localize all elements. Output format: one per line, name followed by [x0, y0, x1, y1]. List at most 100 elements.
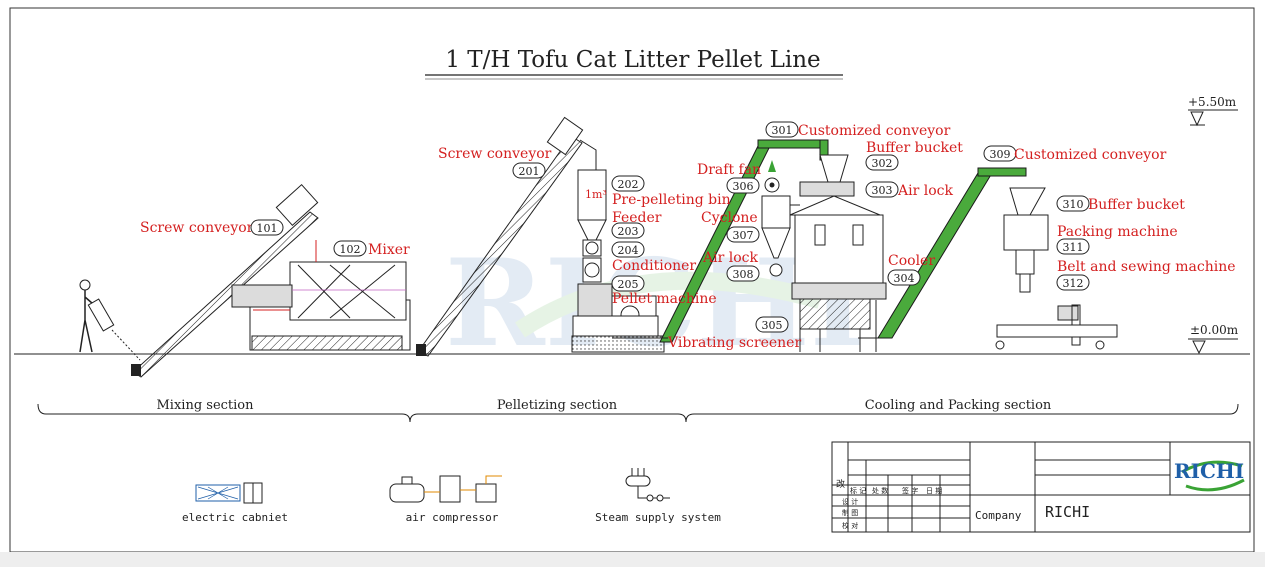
svg-text:Mixer: Mixer	[368, 242, 410, 258]
svg-text:Pelletizing section: Pelletizing section	[497, 398, 618, 413]
svg-text:Steam supply system: Steam supply system	[595, 511, 721, 524]
label-310: 310 Buffer bucket	[1056, 195, 1185, 213]
svg-text:312: 312	[1063, 277, 1084, 290]
label-306: Draft fan 306	[697, 162, 761, 194]
label-203: Feeder 203	[611, 210, 662, 239]
mixer-102	[231, 240, 411, 351]
svg-text:311: 311	[1063, 241, 1084, 254]
svg-text:301: 301	[772, 124, 793, 137]
svg-text:308: 308	[733, 268, 754, 281]
label-102: 102 Mixer	[333, 240, 410, 258]
label-311: Packing machine 311	[1056, 224, 1178, 255]
header-cell-2: 签 字	[902, 486, 918, 495]
company-label: Company	[975, 509, 1022, 522]
pre-pelleting-bin-202	[571, 169, 665, 353]
svg-text:Feeder: Feeder	[612, 210, 662, 226]
section-pelletizing: Pelletizing section	[409, 398, 687, 423]
svg-text:Air lock: Air lock	[702, 250, 758, 266]
svg-text:Pre-pelleting bin: Pre-pelleting bin	[612, 192, 731, 208]
packing-machine-311	[995, 187, 1118, 350]
svg-text:305: 305	[762, 319, 783, 332]
label-101: Screw conveyor 101	[140, 219, 284, 236]
svg-text:Pellet machine: Pellet machine	[612, 291, 717, 307]
svg-text:Buffer bucket: Buffer bucket	[866, 140, 963, 156]
svg-text:Cooler: Cooler	[888, 253, 935, 269]
richi-logo: RICHI	[1174, 459, 1245, 492]
svg-text:Screw conveyor: Screw conveyor	[438, 146, 552, 162]
worker-figure	[79, 279, 141, 361]
row-label-design: 设 计	[842, 497, 858, 506]
svg-text:Vibrating screener: Vibrating screener	[667, 335, 801, 351]
svg-text:+5.50m: +5.50m	[1188, 95, 1237, 109]
title-block: 改 标 记 处 数 签 字 日 期 设 计 制 图 校 对 Company RI…	[831, 441, 1251, 533]
svg-text:Customized conveyor: Customized conveyor	[798, 123, 951, 139]
customized-conveyor-309	[858, 167, 1027, 339]
section-mixing: Mixing section	[37, 398, 411, 423]
svg-text:307: 307	[733, 229, 754, 242]
steam-supply-system: Steam supply system	[595, 468, 721, 524]
svg-text:306: 306	[733, 180, 754, 193]
svg-text:102: 102	[340, 243, 361, 256]
label-304: Cooler 304	[887, 253, 935, 286]
svg-text:Conditioner: Conditioner	[612, 258, 696, 274]
svg-text:303: 303	[872, 184, 893, 197]
svg-text:Cyclone: Cyclone	[701, 210, 758, 226]
header-cell-0: 标 记	[850, 486, 866, 495]
row-label-check: 校 对	[842, 521, 858, 530]
label-301: 301 Customized conveyor	[765, 121, 951, 139]
svg-text:309: 309	[990, 148, 1011, 161]
label-202: 202 Pre-pelleting bin	[611, 175, 731, 208]
svg-text:Customized conveyor: Customized conveyor	[1014, 147, 1167, 163]
bin-volume: 1m³	[585, 188, 607, 201]
svg-text:302: 302	[872, 157, 893, 170]
svg-text:Mixing section: Mixing section	[156, 398, 254, 413]
label-309: 309 Customized conveyor	[983, 145, 1167, 163]
label-308: Air lock 308	[702, 250, 760, 282]
svg-text:Belt and sewing machine: Belt and sewing machine	[1057, 259, 1236, 275]
air-compressor: air compressor	[389, 475, 502, 524]
company-name: RICHI	[1045, 503, 1090, 521]
svg-text:Draft fan: Draft fan	[697, 162, 761, 178]
cooler-304	[789, 154, 887, 352]
label-204: 204 Conditioner	[611, 241, 696, 274]
svg-text:Buffer bucket: Buffer bucket	[1088, 197, 1185, 213]
svg-text:Packing machine: Packing machine	[1057, 224, 1178, 240]
diagram-title: 1 T/H Tofu Cat Litter Pellet Line	[445, 47, 820, 73]
svg-text:Air lock: Air lock	[897, 183, 953, 199]
label-205: 205 Pellet machine	[611, 275, 717, 307]
electric-cabinet: electric cabniet	[182, 482, 288, 524]
svg-text:205: 205	[618, 278, 639, 291]
svg-text:electric cabniet: electric cabniet	[182, 511, 288, 524]
label-302: Buffer bucket 302	[865, 140, 963, 171]
bottom-strip	[0, 552, 1265, 567]
screw-conveyor-101	[131, 184, 319, 378]
svg-text:202: 202	[618, 178, 639, 191]
row-label-draw: 制 图	[842, 508, 858, 517]
header-cell-3: 日 期	[926, 487, 942, 495]
revision-mark: 改	[836, 478, 845, 490]
elevation-top: +5.50m	[1188, 95, 1238, 127]
svg-text:204: 204	[618, 244, 639, 257]
svg-text:304: 304	[894, 272, 915, 285]
svg-text:air compressor: air compressor	[406, 511, 499, 524]
svg-text:201: 201	[519, 165, 540, 178]
svg-text:203: 203	[618, 225, 639, 238]
header-cell-1: 处 数	[872, 486, 888, 495]
label-312: Belt and sewing machine 312	[1056, 259, 1236, 291]
label-307: Cyclone 307	[701, 210, 760, 243]
label-201: Screw conveyor 201	[438, 146, 552, 179]
label-303: 303 Air lock	[865, 181, 953, 199]
cyclone-307	[761, 195, 800, 277]
elevation-ground: ±0.00m	[1188, 323, 1239, 355]
svg-text:RICHI: RICHI	[1174, 459, 1244, 483]
label-305: 305 Vibrating screener	[667, 316, 801, 351]
svg-text:310: 310	[1063, 198, 1084, 211]
svg-text:±0.00m: ±0.00m	[1190, 323, 1239, 337]
svg-text:Screw conveyor: Screw conveyor	[140, 220, 254, 236]
screw-conveyor-201	[416, 116, 597, 357]
svg-text:Cooling and Packing section: Cooling and Packing section	[865, 398, 1052, 413]
section-cooling-packing: Cooling and Packing section	[685, 398, 1239, 423]
svg-text:101: 101	[257, 222, 278, 235]
draft-fan-306	[764, 160, 780, 193]
